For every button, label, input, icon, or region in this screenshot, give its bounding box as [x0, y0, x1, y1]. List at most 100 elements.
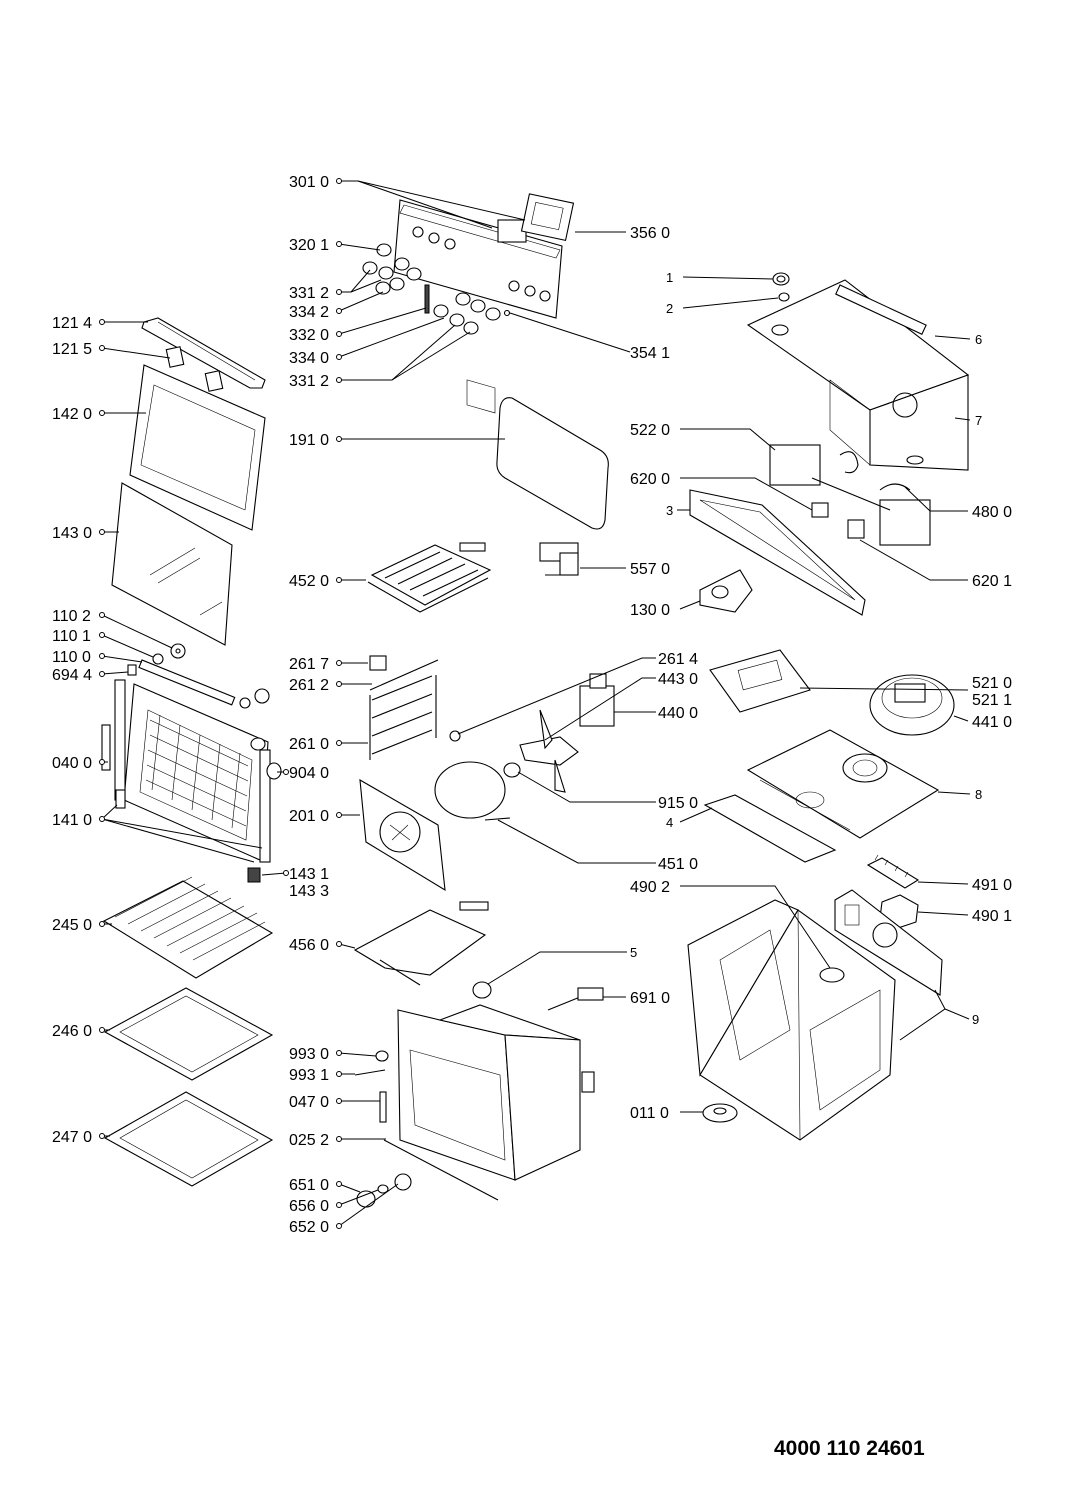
base-plate-part [703, 729, 940, 863]
side-panel-part [834, 889, 943, 996]
label-9: 9 [972, 1012, 979, 1027]
label-2: 2 [666, 301, 673, 316]
label-521-0: 521 0 [972, 675, 1012, 692]
oven-seal-part [496, 397, 609, 530]
door-washers-part [127, 643, 270, 709]
label-130-0: 130 0 [630, 602, 670, 619]
circular-element-part [434, 761, 511, 821]
control-board-part [709, 649, 811, 713]
connector-strip-part [866, 854, 920, 889]
thermostat-part [539, 542, 579, 576]
label-331-2-bottom: 331 2 [289, 373, 329, 390]
label-320-1: 320 1 [289, 237, 329, 254]
label-142-0: 142 0 [52, 406, 92, 423]
label-121-4: 121 4 [52, 315, 92, 332]
label-440-0: 440 0 [658, 705, 698, 722]
label-261-7: 261 7 [289, 656, 329, 673]
label-334-0: 334 0 [289, 350, 329, 367]
display-frame-part [520, 193, 575, 242]
label-993-1: 993 1 [289, 1067, 329, 1084]
oven-cavity-part [397, 1004, 595, 1181]
label-201-0: 201 0 [289, 808, 329, 825]
label-441-0: 441 0 [972, 714, 1012, 731]
label-557-0: 557 0 [630, 561, 670, 578]
label-040-0: 040 0 [52, 755, 92, 772]
door-handle-part [141, 317, 266, 392]
label-456-0: 456 0 [289, 937, 329, 954]
label-5: 5 [630, 945, 637, 960]
label-110-2: 110 2 [52, 608, 91, 625]
label-451-0: 451 0 [658, 856, 698, 873]
label-261-0: 261 0 [289, 736, 329, 753]
label-121-5: 121 5 [52, 341, 92, 358]
top-cover-part [746, 279, 970, 471]
label-3: 3 [666, 503, 673, 518]
label-993-0: 993 0 [289, 1046, 329, 1063]
bottom-element-part [353, 901, 489, 986]
label-8: 8 [975, 787, 982, 802]
drip-pan-part [103, 1091, 274, 1187]
label-691-0: 691 0 [630, 990, 670, 1007]
outer-casing-part [687, 899, 896, 1141]
label-480-0: 480 0 [972, 504, 1012, 521]
label-656-0: 656 0 [289, 1198, 329, 1215]
probe-part [547, 987, 604, 1011]
shelf-supports-part [369, 655, 461, 760]
cooling-fan-part [869, 674, 955, 736]
label-143-3: 143 3 [289, 883, 329, 900]
label-011-0: 011 0 [630, 1105, 669, 1122]
label-694-4: 694 4 [52, 667, 92, 684]
label-6: 6 [975, 332, 982, 347]
back-panel-part [359, 778, 446, 892]
label-904-0: 904 0 [289, 765, 329, 782]
label-334-2: 334 2 [289, 304, 329, 321]
label-047-0: 047 0 [289, 1094, 329, 1111]
label-521-1: 521 1 [972, 692, 1012, 709]
document-number: 4000 110 24601 [774, 1437, 925, 1460]
label-354-1: 354 1 [630, 345, 670, 362]
label-620-1: 620 1 [972, 573, 1012, 590]
label-247-0: 247 0 [52, 1129, 92, 1146]
fan-motor-part [503, 673, 615, 793]
label-245-0: 245 0 [52, 917, 92, 934]
foot-part [702, 1103, 738, 1123]
mounting-bracket-part [689, 489, 866, 616]
label-4: 4 [666, 815, 673, 830]
label-651-0: 651 0 [289, 1177, 329, 1194]
label-652-0: 652 0 [289, 1219, 329, 1236]
label-490-2: 490 2 [630, 879, 670, 896]
label-141-0: 141 0 [52, 812, 92, 829]
callout-labels: 301 0 320 1 331 2 334 2 332 0 334 0 331 … [52, 174, 1012, 1236]
knobs-part [362, 243, 511, 335]
label-143-1: 143 1 [289, 866, 329, 883]
label-1: 1 [666, 270, 673, 285]
label-443-0: 443 0 [658, 671, 698, 688]
label-452-0: 452 0 [289, 573, 329, 590]
label-261-2: 261 2 [289, 677, 329, 694]
label-620-0: 620 0 [630, 471, 670, 488]
terminal-blocks-part [769, 444, 931, 546]
label-025-2: 025 2 [289, 1132, 329, 1149]
label-331-2-top: 331 2 [289, 285, 329, 302]
label-110-0: 110 0 [52, 649, 91, 666]
grill-element-part [367, 542, 492, 613]
inner-glass-part [111, 482, 233, 646]
outer-glass-part [129, 364, 266, 531]
label-261-4: 261 4 [658, 651, 698, 668]
label-332-0: 332 0 [289, 327, 329, 344]
label-491-0: 491 0 [972, 877, 1012, 894]
lamp-part [472, 981, 492, 999]
label-7: 7 [975, 413, 982, 428]
control-panel-part [393, 199, 563, 414]
relay-part [699, 569, 753, 613]
label-191-0: 191 0 [289, 432, 329, 449]
inner-door-part [101, 679, 282, 883]
label-915-0: 915 0 [658, 795, 698, 812]
baking-tray-part [103, 987, 274, 1081]
label-110-1: 110 1 [52, 628, 91, 645]
hinge-parts [354, 1050, 499, 1208]
label-490-1: 490 1 [972, 908, 1012, 925]
label-143-0: 143 0 [52, 525, 92, 542]
top-washers-part [772, 272, 790, 302]
